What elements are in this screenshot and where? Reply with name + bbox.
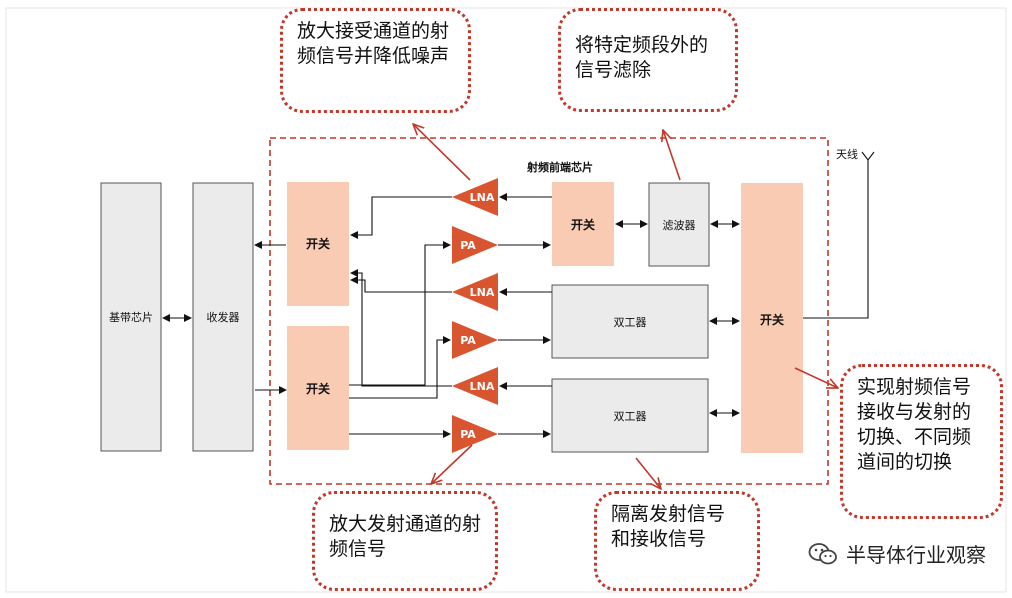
rf-chip-title: 射频前端芯片	[526, 160, 593, 174]
pa-amplifier-3: PA	[452, 415, 498, 453]
callout-duplexer: 隔离发射信号和接收信号	[594, 491, 760, 591]
callout-duplexer-text: 隔离发射信号和接收信号	[611, 503, 726, 550]
signal-lines	[162, 160, 869, 438]
antenna-label: 天线	[836, 147, 858, 161]
callout-filter-text: 将特定频段外的信号滤除	[575, 34, 709, 81]
switch-block-antenna	[741, 183, 803, 453]
pa-label-3: PA	[460, 428, 476, 441]
pa-label-1: PA	[460, 239, 476, 252]
switch-block-rx	[287, 182, 349, 306]
callout-filter: 将特定频段外的信号滤除	[558, 8, 738, 112]
callout-pa: 放大发射通道的射频信号	[312, 491, 498, 591]
filter-block	[648, 182, 710, 267]
baseband-chip-label: 基带芯片	[109, 310, 153, 324]
baseband-chip-block	[100, 182, 162, 452]
callout-pointers	[413, 124, 838, 489]
pa-amplifier-2: PA	[452, 321, 498, 359]
callout-switch-text: 实现射频信号接收与发射的切换、不同频道间的切换	[857, 376, 972, 473]
switch-block-tx	[287, 326, 349, 450]
switch-label-filter: 开关	[571, 217, 595, 232]
antenna-icon	[861, 151, 875, 161]
callout-switch: 实现射频信号接收与发射的切换、不同频道间的切换	[840, 364, 1003, 519]
duplexer-block-2	[551, 378, 709, 453]
switch-block-filter	[552, 182, 614, 266]
switch-label-rx: 开关	[306, 236, 330, 251]
pa-amplifier-1: PA	[452, 226, 498, 264]
lna-label-3: LNA	[470, 380, 495, 393]
pa-label-2: PA	[460, 334, 476, 347]
transceiver-label: 收发器	[207, 310, 240, 324]
duplexer-block-1	[551, 284, 709, 359]
lna-label-2: LNA	[470, 286, 495, 299]
filter-label: 滤波器	[663, 219, 696, 232]
watermark-text: 半导体行业观察	[846, 543, 986, 567]
lna-amplifier-2: LNA	[452, 273, 498, 311]
watermark: 半导体行业观察	[808, 539, 986, 568]
outer-border	[5, 7, 1007, 593]
switch-label-antenna: 开关	[760, 312, 784, 327]
lna-amplifier-1: LNA	[452, 178, 498, 216]
wechat-icon	[808, 542, 837, 564]
callout-lna: 放大接受通道的射频信号并降低噪声	[280, 8, 471, 113]
lna-amplifier-3: LNA	[452, 367, 498, 405]
switch-label-tx: 开关	[306, 381, 330, 396]
callout-lna-text: 放大接受通道的射频信号并降低噪声	[297, 20, 450, 67]
callout-pa-text: 放大发射通道的射频信号	[329, 513, 482, 560]
lna-label-1: LNA	[470, 191, 495, 204]
transceiver-block	[192, 182, 254, 452]
duplexer-label-1: 双工器	[614, 316, 647, 329]
duplexer-label-2: 双工器	[614, 410, 647, 423]
rf-chip-boundary	[269, 137, 829, 485]
